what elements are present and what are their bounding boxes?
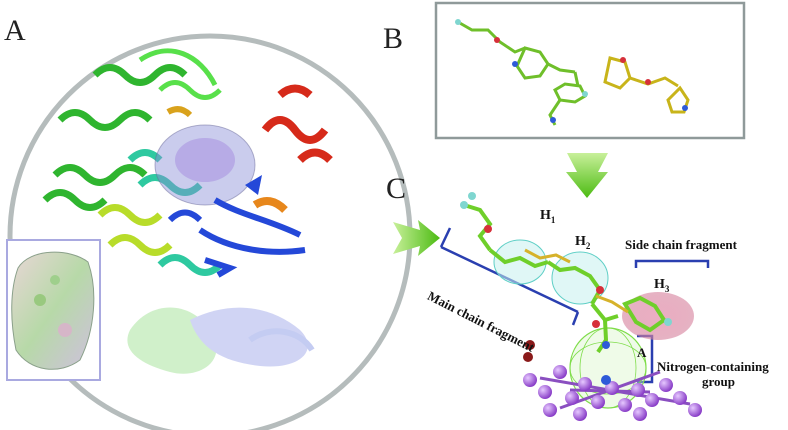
side-chain-label: Side chain fragment [625,237,737,252]
orange-strand [252,197,288,213]
surface-inset [6,239,101,381]
yellow-green-helices [97,204,173,256]
blue-sheets [167,197,306,278]
green-helices [42,64,188,211]
panel-label-b: B [383,22,404,55]
ligand-box [434,1,746,140]
right-arrow [393,220,440,256]
h3-sphere [622,292,694,340]
h2-sphere [551,251,609,305]
a-marker-label: A [637,345,647,360]
down-arrow [566,153,608,198]
panel-label-c: C [386,172,407,205]
protein-reflection [127,307,315,374]
nitrogen-label-line1: Nitrogen-containing [657,359,769,374]
panel-label-a: A [4,14,26,47]
h2-label: H2 [575,234,591,251]
h3-label: H3 [654,277,670,294]
heme-cluster [523,340,702,421]
red-helix [261,84,333,163]
side-chain-bracket [634,259,710,268]
protein-structure-panel [6,33,413,430]
teal-helices [127,149,223,276]
pharmacophore-model [439,192,710,421]
h1-label: H1 [540,208,556,225]
nitrogen-label-line2: group [702,374,735,389]
